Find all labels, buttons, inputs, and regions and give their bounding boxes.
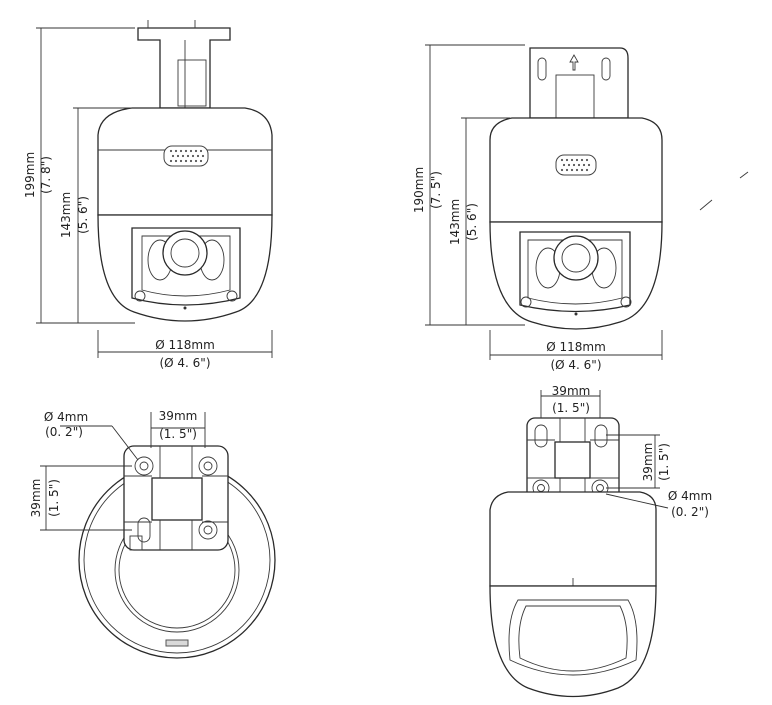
top-height: 39mm bbox=[29, 479, 43, 518]
top-hole-dia: Ø 4mm bbox=[44, 410, 88, 424]
back-hole-dia-in: (0. 2") bbox=[671, 505, 709, 519]
back-hole-dia: Ø 4mm bbox=[668, 489, 712, 503]
top-width: 39mm bbox=[159, 409, 198, 423]
side-view: 190mm (7. 5") 143mm (5. 6") Ø 118mm (Ø 4… bbox=[412, 44, 749, 372]
front-diameter: Ø 118mm bbox=[155, 338, 215, 352]
back-width: 39mm bbox=[552, 384, 591, 398]
front-height-body: 143mm bbox=[59, 192, 73, 238]
back-width-in: (1. 5") bbox=[552, 401, 590, 415]
side-height-total-in: (7. 5") bbox=[429, 171, 443, 209]
side-diameter: Ø 118mm bbox=[546, 340, 606, 354]
top-view: Ø 4mm (0. 2") 39mm (1. 5") 39mm (1. 5") bbox=[29, 409, 276, 659]
back-view: 39mm (1. 5") 39mm (1. 5") Ø 4mm (0. 2") bbox=[489, 384, 712, 698]
top-width-in: (1. 5") bbox=[159, 427, 197, 441]
front-height-total: 199mm bbox=[23, 152, 37, 198]
side-height-total: 190mm bbox=[412, 167, 426, 213]
side-height-body-in: (5. 6") bbox=[465, 203, 479, 241]
front-height-body-in: (5. 6") bbox=[76, 196, 90, 234]
side-diameter-in: (Ø 4. 6") bbox=[550, 358, 601, 372]
back-height-in: (1. 5") bbox=[657, 443, 671, 481]
top-height-in: (1. 5") bbox=[47, 479, 61, 517]
top-hole-dia-in: (0. 2") bbox=[45, 425, 83, 439]
front-height-total-in: (7. 8") bbox=[39, 156, 53, 194]
front-view: 199mm (7. 8") 143mm (5. 6") Ø 118mm (Ø 4… bbox=[23, 20, 273, 370]
front-diameter-in: (Ø 4. 6") bbox=[159, 356, 210, 370]
side-height-body: 143mm bbox=[448, 199, 462, 245]
back-height: 39mm bbox=[641, 443, 655, 482]
